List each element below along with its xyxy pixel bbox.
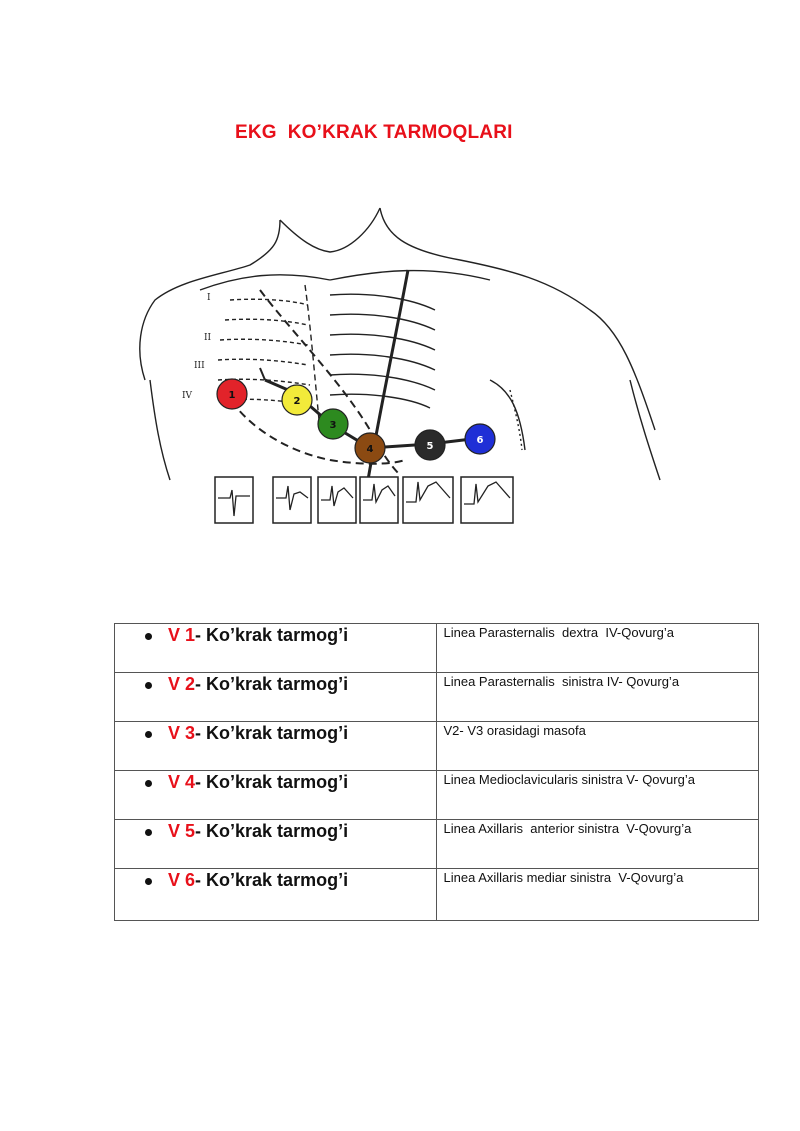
lead-name: - Ko’krak tarmog’i — [195, 870, 349, 890]
electrode-v5 — [414, 429, 446, 461]
lead-description: Linea Axillaris mediar sinistra V-Qovurg… — [443, 870, 684, 885]
electrode-v2-label: 2 — [294, 396, 301, 407]
electrode-v2 — [281, 384, 313, 416]
lead-code: V 5 — [168, 821, 196, 841]
rib-label-1: I — [207, 293, 211, 303]
electrode-v6-label: 6 — [477, 435, 484, 446]
electrode-v5-label: 5 — [427, 441, 434, 452]
rib-label-2: II — [204, 333, 212, 343]
lead-code: V 3 — [168, 723, 196, 743]
table-row: V 6- Ko’krak tarmog’i Linea Axillaris me… — [114, 868, 759, 921]
ecg-trace-box-v5 — [402, 476, 454, 524]
bullet-icon — [145, 780, 152, 787]
bullet-icon — [145, 633, 152, 640]
lead-code: V 1 — [168, 625, 196, 645]
electrode-v1-label: 1 — [229, 390, 236, 401]
lead-description: Linea Medioclavicularis sinistra V- Qovu… — [443, 772, 695, 787]
bullet-icon — [145, 878, 152, 885]
table-row: V 2- Ko’krak tarmog’i Linea Parasternali… — [114, 672, 759, 722]
bullet-icon — [145, 731, 152, 738]
lead-name: - Ko’krak tarmog’i — [195, 625, 349, 645]
lead-item: V 4- Ko’krak tarmog’i — [115, 771, 436, 793]
chest-lead-placement-illustration: I II III IV 1 2 3 4 5 6 — [130, 180, 670, 530]
electrode-v1 — [216, 378, 248, 410]
lead-description: Linea Parasternalis sinistra IV- Qovurg’… — [443, 674, 680, 689]
ecg-trace-box-v1 — [214, 476, 254, 524]
electrode-v6 — [464, 423, 496, 455]
right-shoulder-outline — [379, 207, 656, 431]
table-row: V 4- Ko’krak tarmog’i Linea Medioclavicu… — [114, 770, 759, 820]
left-shoulder-outline — [139, 219, 281, 381]
lead-name: - Ko’krak tarmog’i — [195, 772, 349, 792]
table-row: V 5- Ko’krak tarmog’i Linea Axillaris an… — [114, 819, 759, 869]
lead-item: V 5- Ko’krak tarmog’i — [115, 820, 436, 842]
document-title: EKG KO’KRAK TARMOQLARI — [235, 122, 513, 143]
lead-name: - Ko’krak tarmog’i — [195, 821, 349, 841]
table-row: V 1- Ko’krak tarmog’i Linea Parasternali… — [114, 623, 759, 673]
electrode-v4-label: 4 — [367, 444, 374, 455]
table-row: V 3- Ko’krak tarmog’i V2- V3 orasidagi m… — [114, 721, 759, 771]
lead-description: Linea Parasternalis dextra IV-Qovurg’a — [443, 625, 675, 640]
lead-item: V 6- Ko’krak tarmog’i — [115, 869, 436, 891]
rib-label-4: IV — [182, 391, 193, 401]
bullet-icon — [145, 682, 152, 689]
lead-code: V 4 — [168, 772, 196, 792]
lead-item: V 2- Ko’krak tarmog’i — [115, 673, 436, 695]
bullet-icon — [145, 829, 152, 836]
lead-item: V 3- Ko’krak tarmog’i — [115, 722, 436, 744]
lead-description: V2- V3 orasidagi masofa — [443, 723, 586, 738]
electrode-v4 — [354, 432, 386, 464]
neck-outline — [279, 207, 381, 253]
rib-label-3: III — [194, 361, 205, 371]
electrode-v3 — [317, 408, 349, 440]
lead-name: - Ko’krak tarmog’i — [195, 674, 349, 694]
lead-description: Linea Axillaris anterior sinistra V-Qovu… — [443, 821, 692, 836]
lead-item: V 1- Ko’krak tarmog’i — [115, 624, 436, 646]
electrode-v3-label: 3 — [330, 420, 337, 431]
lead-name: - Ko’krak tarmog’i — [195, 723, 349, 743]
chest-leads-table: V 1- Ko’krak tarmog’i Linea Parasternali… — [114, 623, 759, 921]
lead-code: V 2 — [168, 674, 196, 694]
lead-code: V 6 — [168, 870, 196, 890]
ecg-trace-box-v6 — [460, 476, 514, 524]
